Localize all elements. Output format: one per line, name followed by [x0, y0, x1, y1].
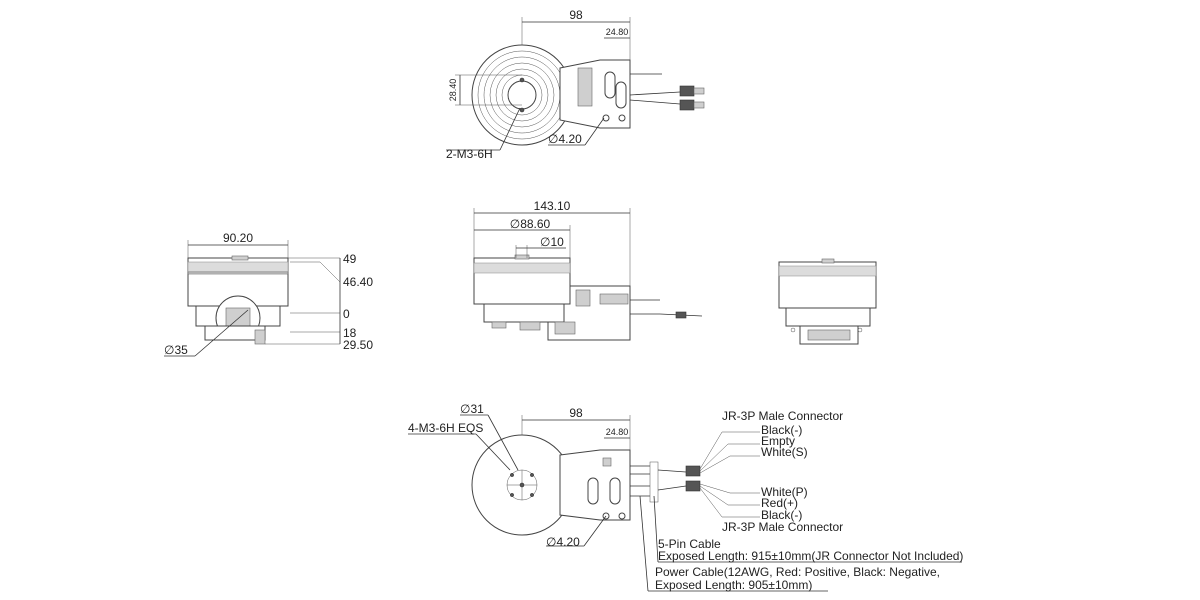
- side-view: 90.20 49 46.40 0 18 29.50 ∅35: [164, 231, 373, 357]
- label-wire-black-top: Black(-): [761, 423, 802, 437]
- bottom-view: 98 24.80 4-M3-6H EQS ∅31 ∅4.20 JR-3P Mal…: [408, 402, 963, 592]
- label-wire-white-p: White(P): [761, 485, 808, 499]
- label-cable-5pin-length: Exposed Length: 915±10mm(JR Connector No…: [658, 549, 963, 563]
- side-dim-90-20: 90.20: [223, 231, 253, 245]
- top-dim-98: 98: [569, 8, 583, 22]
- label-connector-top: JR-3P Male Connector: [722, 409, 843, 423]
- side-dim-46-40: 46.40: [343, 275, 373, 289]
- label-wire-red: Red(+): [761, 496, 798, 510]
- top-view: 98 24.80 28.40 2-M3-6H ∅4.20: [446, 8, 705, 161]
- front-dia-88-60: ∅88.60: [510, 217, 551, 231]
- label-wire-white-s: White(S): [761, 445, 808, 459]
- connector-bottom: [685, 480, 701, 492]
- bottom-hole-dia-label: ∅4.20: [546, 535, 580, 549]
- top-hole-dia-label: ∅4.20: [548, 132, 582, 146]
- label-connector-bottom: JR-3P Male Connector: [722, 520, 843, 534]
- bottom-thread-label: 4-M3-6H EQS: [408, 421, 483, 435]
- front-dim-143-10: 143.10: [534, 199, 571, 213]
- label-wire-black-bottom: Black(-): [761, 508, 802, 522]
- side-dim-29-50: 29.50: [343, 338, 373, 352]
- top-thread-label: 2-M3-6H: [446, 147, 493, 161]
- front-dia-10: ∅10: [540, 235, 564, 249]
- label-power-cable-length: Exposed Length: 905±10mm): [655, 578, 812, 592]
- bottom-dim-98: 98: [569, 406, 583, 420]
- rear-view: [778, 258, 877, 345]
- side-dim-49: 49: [343, 252, 357, 266]
- label-cable-5pin: 5-Pin Cable: [658, 537, 721, 551]
- front-view: 143.10 ∅88.60 ∅10: [473, 199, 703, 341]
- label-power-cable: Power Cable(12AWG, Red: Positive, Black:…: [655, 565, 940, 579]
- bottom-dim-24-80: 24.80: [606, 427, 629, 437]
- label-wire-empty: Empty: [761, 434, 795, 448]
- side-dim-0: 0: [343, 307, 350, 321]
- side-dia-35: ∅35: [164, 343, 188, 357]
- side-dim-18: 18: [343, 326, 357, 340]
- top-dim-28-40: 28.40: [448, 79, 458, 102]
- top-dim-24-80: 24.80: [606, 27, 629, 37]
- connector-top: [685, 465, 701, 477]
- bottom-dia-31: ∅31: [460, 402, 484, 416]
